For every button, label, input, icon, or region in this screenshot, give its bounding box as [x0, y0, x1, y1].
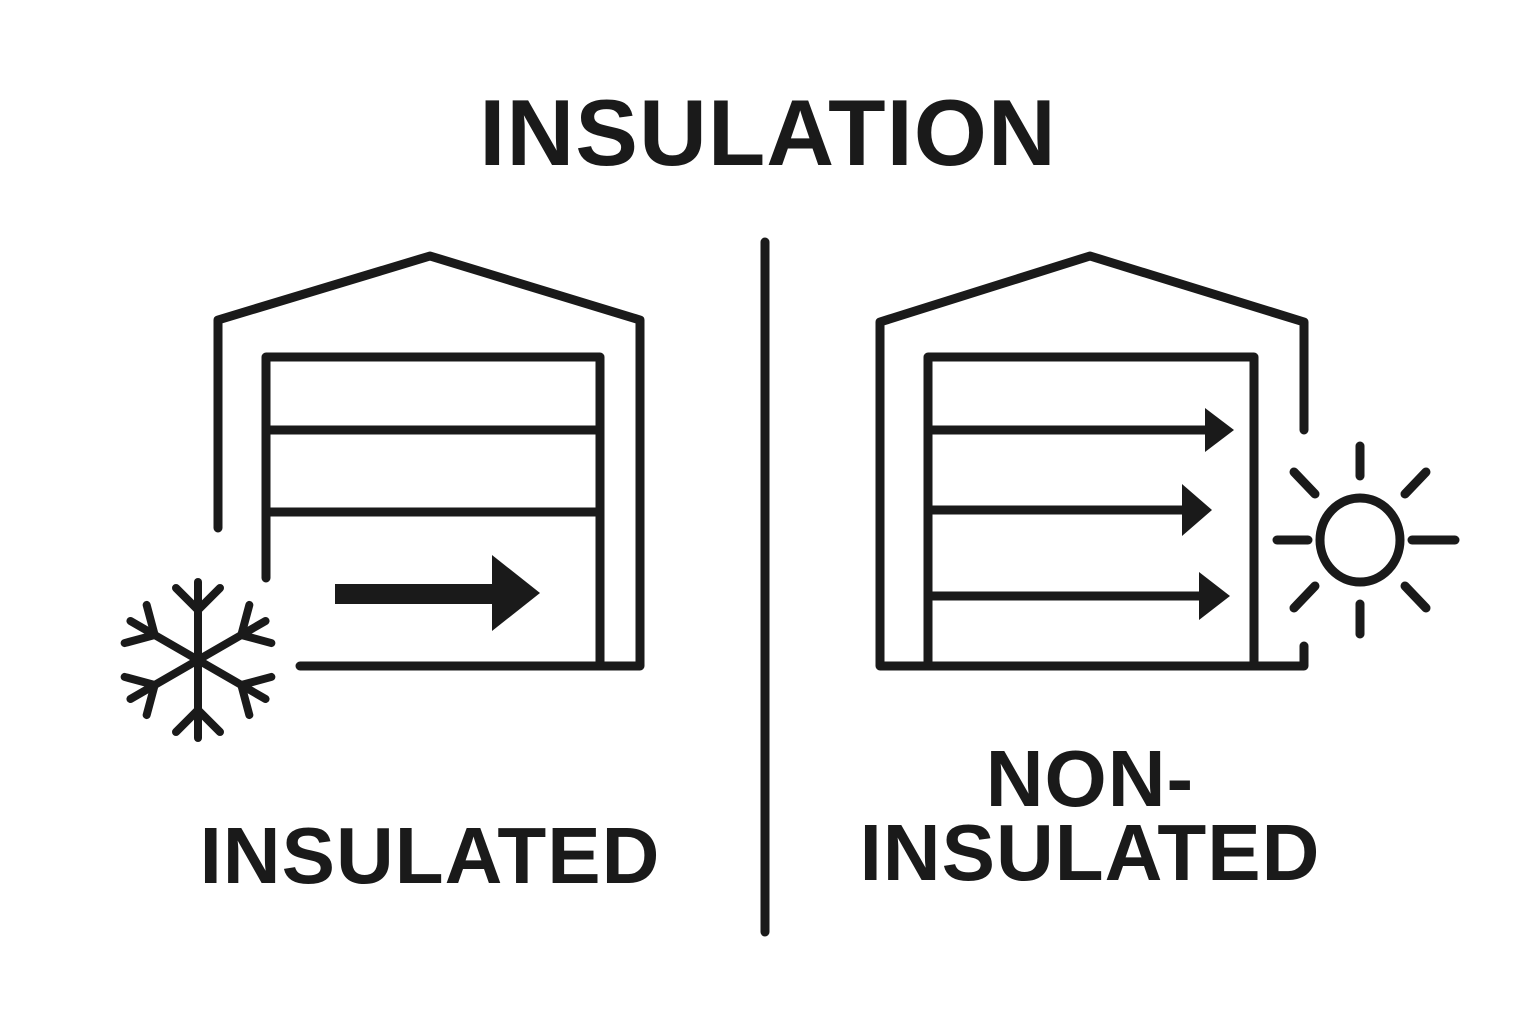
non-insulated-label-line2: INSULATED — [859, 808, 1321, 897]
insulated-garage-icon — [213, 251, 645, 671]
diagram-title: INSULATION — [479, 80, 1057, 185]
non-insulated-garage-icon — [875, 251, 1309, 671]
non-insulated-label: NON- INSULATED — [820, 734, 1360, 897]
snowflake-icon — [120, 578, 276, 742]
heat-loss-arrows-icon — [923, 408, 1234, 620]
insulated-label: INSULATED — [199, 811, 661, 900]
non-insulated-label-line1: NON- — [985, 734, 1195, 823]
sun-icon — [1272, 441, 1460, 639]
heat-arrow-icon — [335, 555, 540, 631]
